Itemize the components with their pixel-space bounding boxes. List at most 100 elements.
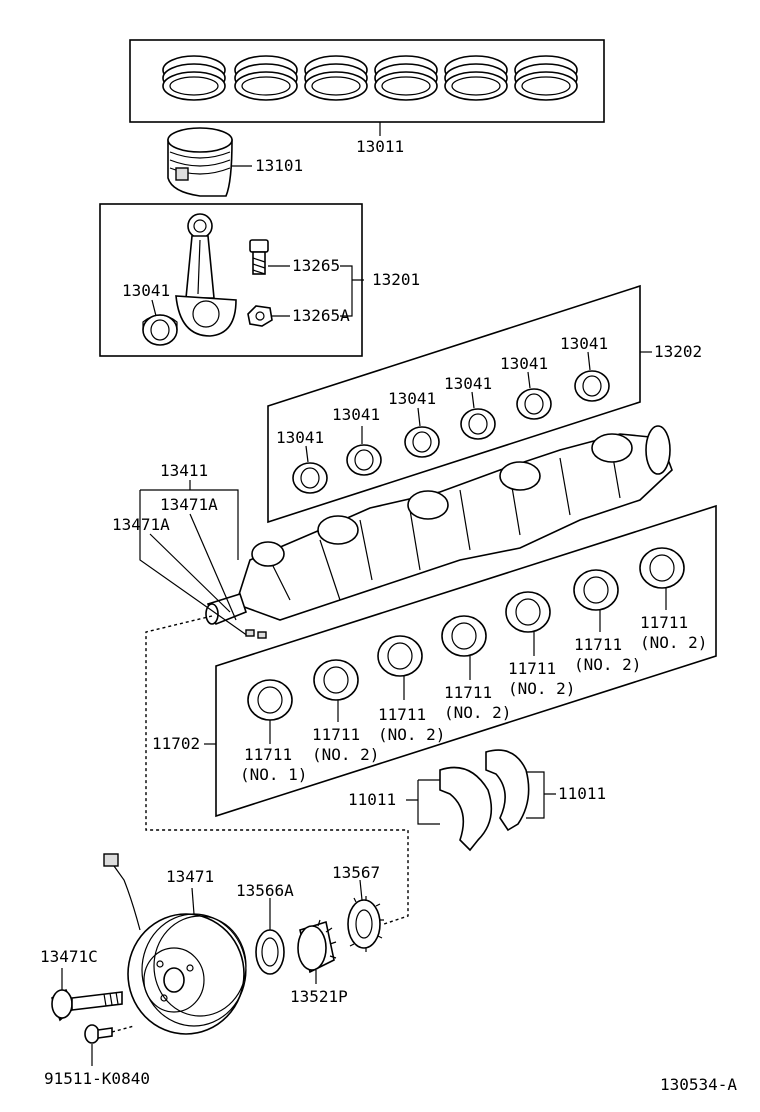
- label-mb3-sub: (NO. 2): [378, 725, 445, 744]
- thrust-washer-left: [439, 766, 493, 852]
- conrod-assembly-group[interactable]: 13041 13265 13265A 13201: [99, 203, 420, 357]
- alignment-dashed-line: [145, 615, 409, 925]
- main-bearing-2: [313, 659, 359, 701]
- label-mb1-num: 11711: [244, 745, 292, 764]
- label-bearing-c: 13041: [388, 389, 436, 408]
- piston-body: [167, 139, 233, 197]
- label-conrod-bearing: 13041: [122, 281, 170, 300]
- piston-group[interactable]: 13101: [167, 127, 303, 197]
- label-bearing-f: 13041: [560, 334, 608, 353]
- crank-web-5: [591, 433, 633, 463]
- label-nut: 13265A: [292, 306, 350, 325]
- label-mb6-sub: (NO. 2): [574, 655, 641, 674]
- label-sprocket: 13521P: [290, 987, 348, 1006]
- conrod-bearing-3: [404, 426, 440, 458]
- ring-set-5: [444, 55, 508, 101]
- label-bolt: 13265: [292, 256, 340, 275]
- key-small-a: [245, 629, 255, 637]
- label-bearing-e: 13041: [500, 354, 548, 373]
- main-bearing-6: [573, 569, 619, 611]
- pulley-bolt-shank: [71, 991, 123, 1011]
- crank-flange: [645, 425, 671, 475]
- conrod-bearing-6: [574, 370, 610, 402]
- conrod-bearing-1: [292, 462, 328, 494]
- sensor-wire: [113, 865, 141, 931]
- label-key-group: 13411: [160, 461, 208, 480]
- piston-rings-group[interactable]: 13011: [129, 39, 605, 156]
- diagram-id: 130534-A: [660, 1075, 737, 1094]
- label-mb7-num: 11711: [640, 613, 688, 632]
- label-gear: 13567: [332, 863, 380, 882]
- conrod-bearing-left: [142, 314, 178, 346]
- ring-set-4: [374, 55, 438, 101]
- gear-group[interactable]: 13567: [332, 863, 384, 952]
- conrod-bearing-2: [346, 444, 382, 476]
- small-bolt-group[interactable]: 91511-K0840: [44, 1024, 150, 1088]
- label-bearing-d: 13041: [444, 374, 492, 393]
- label-mb4-sub: (NO. 2): [444, 703, 511, 722]
- label-main-bearing-set: 11702: [152, 734, 200, 753]
- thrust-washers-group[interactable]: 11011 11011: [348, 749, 606, 852]
- label-mb3-num: 11711: [378, 705, 426, 724]
- label-rings: 13011: [356, 137, 404, 156]
- pulley-hub: [163, 967, 185, 993]
- crankshaft[interactable]: [205, 425, 673, 626]
- key-small-b: [257, 631, 267, 639]
- label-mb6-num: 11711: [574, 635, 622, 654]
- connecting-rod: [175, 213, 237, 337]
- crank-web-3: [407, 490, 449, 520]
- main-bearing-3: [377, 635, 423, 677]
- label-mb5-num: 11711: [508, 659, 556, 678]
- label-spacer: 13566A: [236, 881, 294, 900]
- label-key-b: 13471A: [112, 515, 170, 534]
- piston-pin-boss: [175, 167, 189, 181]
- rings-frame: [129, 39, 605, 123]
- pulley-outer: [127, 913, 245, 1035]
- label-pulley: 13471: [166, 867, 214, 886]
- ring-set-2: [234, 55, 298, 101]
- label-mb4-num: 11711: [444, 683, 492, 702]
- main-bearing-7: [639, 547, 685, 589]
- small-bolt-head: [84, 1024, 100, 1044]
- sprocket-group[interactable]: 13521P: [290, 919, 348, 1006]
- label-small-bolt: 91511-K0840: [44, 1069, 150, 1088]
- piston-crown: [167, 127, 233, 153]
- label-bearing-b: 13041: [332, 405, 380, 424]
- label-conrod-bearing-set: 13202: [654, 342, 702, 361]
- conrod-bolt: [249, 239, 269, 275]
- pulley-bolt-group[interactable]: 13471C: [40, 947, 123, 1022]
- ring-set-1: [162, 55, 226, 101]
- label-key-a: 13471A: [160, 495, 218, 514]
- key-group-bracket: [139, 480, 249, 637]
- ring-set-3: [304, 55, 368, 101]
- main-bearing-set-group[interactable]: 11702 11711 (NO. 1) 11711 (NO. 2) 11711 …: [152, 504, 717, 818]
- crank-web-4: [499, 461, 541, 491]
- label-piston: 13101: [255, 156, 303, 175]
- conrod-bearing-frame: [267, 284, 641, 524]
- main-bearing-5: [505, 591, 551, 633]
- label-mb2-num: 11711: [312, 725, 360, 744]
- label-thrust-right: 11011: [558, 784, 606, 803]
- crank-keys-group[interactable]: 13411 13471A 13471A: [112, 461, 267, 639]
- crank-pulley-group[interactable]: 13471: [103, 853, 247, 1035]
- label-mb2-sub: (NO. 2): [312, 745, 379, 764]
- crank-web-2: [317, 515, 359, 545]
- spacer-group[interactable]: 13566A: [236, 881, 294, 975]
- gear-wheel: [347, 899, 381, 949]
- main-bearing-frame: [215, 504, 717, 818]
- conrod-bearing-5: [516, 388, 552, 420]
- label-thrust-left: 11011: [348, 790, 396, 809]
- label-bearing-a: 13041: [276, 428, 324, 447]
- crank-web-1: [251, 541, 285, 567]
- label-mb7-sub: (NO. 2): [640, 633, 707, 652]
- label-conrod-assy: 13201: [372, 270, 420, 289]
- conrod-bearing-set-group[interactable]: 13202 13041 13041 13041 13041 13041 13: [267, 284, 702, 524]
- main-bearing-1: [247, 679, 293, 721]
- conrod-nut: [247, 305, 273, 327]
- conrod-bearing-4: [460, 408, 496, 440]
- label-mb5-sub: (NO. 2): [508, 679, 575, 698]
- sensor-connector: [103, 853, 119, 867]
- thrust-washer-right: [485, 749, 530, 832]
- ring-set-6: [514, 55, 578, 101]
